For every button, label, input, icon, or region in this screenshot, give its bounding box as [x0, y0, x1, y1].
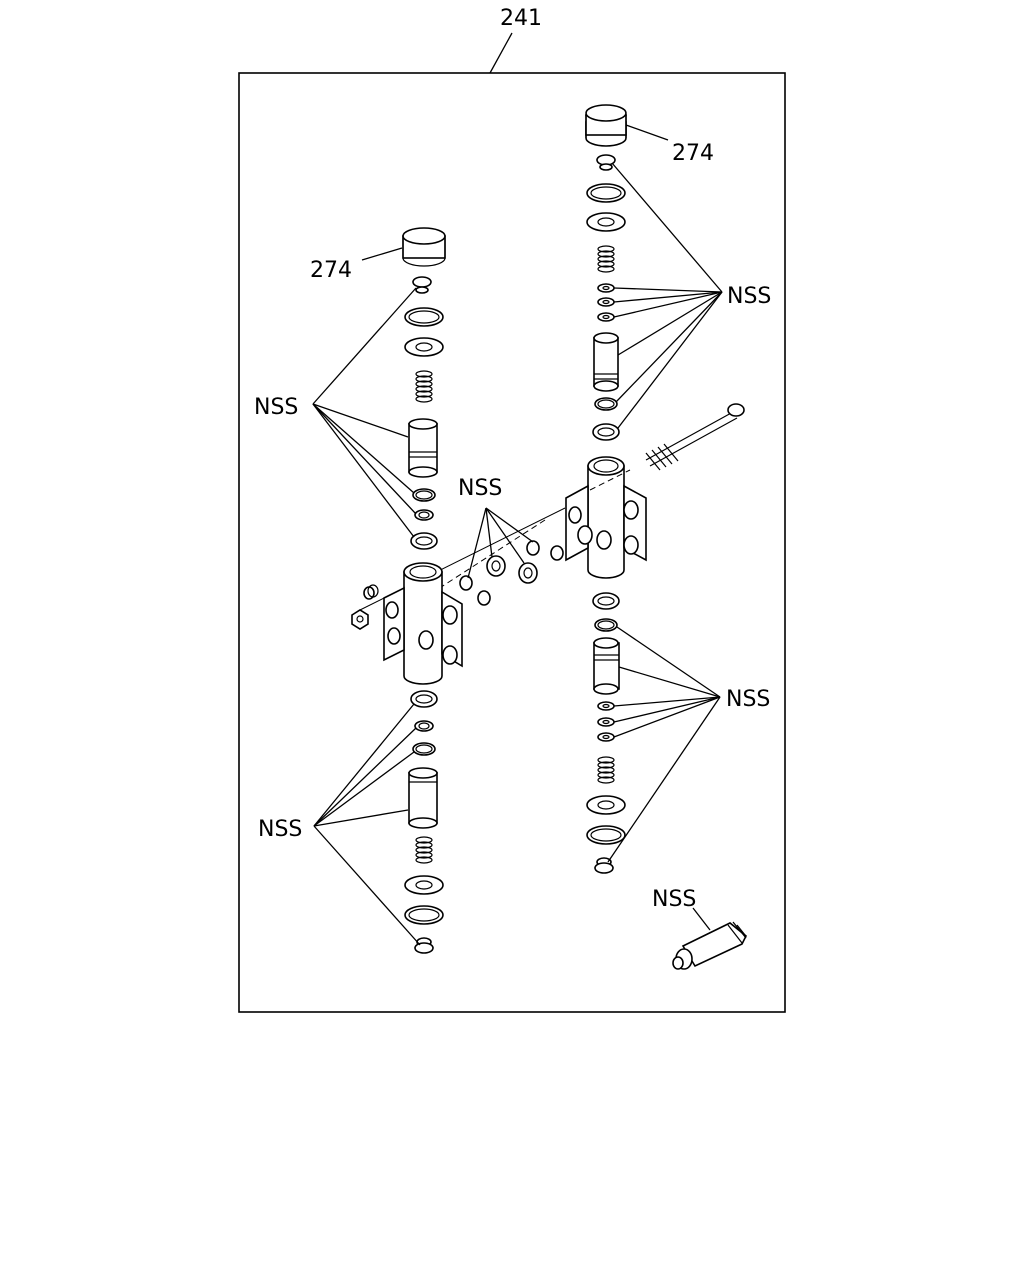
cap-left: [402, 227, 446, 267]
leaders-nss-upper-left: [312, 287, 417, 538]
left-lower-stack: [404, 690, 444, 954]
leaders-nss-lower-left: [313, 703, 421, 946]
spring-left-upper: [415, 370, 433, 403]
piston-right-upper: [593, 332, 619, 392]
leaders-nss-lower-right: [607, 626, 721, 863]
piston-left-upper: [408, 418, 438, 478]
long-bolt: [645, 403, 745, 471]
leaders-nss-center: [467, 507, 534, 579]
screw-and-nut: [351, 584, 379, 630]
piston-right-lower: [593, 637, 620, 695]
left-valve-body: [383, 562, 463, 685]
sealant-tube: [672, 921, 748, 970]
cap-right: [585, 104, 627, 147]
left-upper-stack: [402, 227, 446, 550]
assembly-pointer: [489, 32, 513, 74]
leader-nss-tube: [692, 907, 711, 931]
right-lower-stack: [586, 592, 626, 874]
piston-left-lower: [408, 767, 438, 829]
center-seal-parts: [459, 540, 564, 606]
connection-line-3: [589, 469, 631, 491]
callout-nss-tube: NSS: [652, 887, 696, 912]
callout-cap-right: 274: [672, 141, 714, 166]
callout-nss-lower-right: NSS: [726, 687, 770, 712]
spring-right-lower: [597, 756, 615, 784]
right-upper-stack: [585, 104, 627, 441]
spring-left-lower: [415, 836, 433, 864]
callout-nss-lower-left: NSS: [258, 817, 302, 842]
assembly-number-label: 241: [500, 6, 542, 31]
diagram-frame: [238, 72, 786, 1013]
callout-nss-upper-left: NSS: [254, 395, 298, 420]
leader-cap-left: [361, 247, 403, 261]
callout-cap-left: 274: [310, 258, 352, 283]
leader-cap-right: [625, 124, 669, 141]
callout-nss-upper-right: NSS: [727, 284, 771, 309]
right-valve-body: [565, 456, 647, 579]
leaders-nss-upper-right: [611, 162, 723, 429]
callout-nss-center: NSS: [458, 476, 502, 501]
spring-right-upper: [597, 245, 615, 273]
